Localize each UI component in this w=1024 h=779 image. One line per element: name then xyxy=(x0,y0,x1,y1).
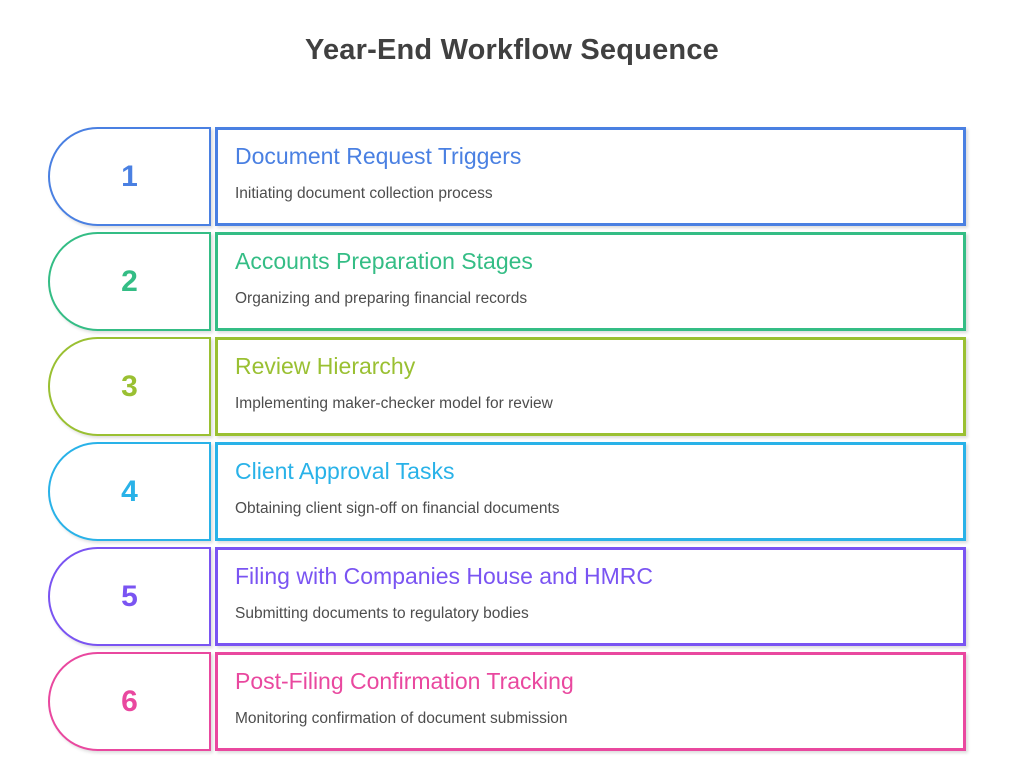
workflow-step-2: 2 Accounts Preparation Stages Organizing… xyxy=(48,232,966,331)
step-number: 6 xyxy=(121,684,138,718)
step-number-badge: 3 xyxy=(48,337,211,436)
step-description: Obtaining client sign-off on financial d… xyxy=(235,500,560,517)
workflow-step-5: 5 Filing with Companies House and HMRC S… xyxy=(48,547,966,646)
step-number: 4 xyxy=(121,474,138,508)
step-description: Organizing and preparing financial recor… xyxy=(235,290,528,307)
step-title: Client Approval Tasks xyxy=(235,458,455,484)
step-title: Accounts Preparation Stages xyxy=(235,248,533,274)
step-number: 1 xyxy=(121,159,138,193)
step-title: Post-Filing Confirmation Tracking xyxy=(235,668,574,694)
step-number-badge: 2 xyxy=(48,232,211,331)
step-title: Document Request Triggers xyxy=(235,143,522,169)
step-title: Review Hierarchy xyxy=(235,353,416,379)
step-number-badge: 5 xyxy=(48,547,211,646)
step-description: Submitting documents to regulatory bodie… xyxy=(235,605,529,622)
workflow-step-1: 1 Document Request Triggers Initiating d… xyxy=(48,127,966,226)
step-number-badge: 4 xyxy=(48,442,211,541)
step-number: 3 xyxy=(121,369,138,403)
step-description: Implementing maker-checker model for rev… xyxy=(235,395,553,412)
workflow-step-4: 4 Client Approval Tasks Obtaining client… xyxy=(48,442,966,541)
step-card: Filing with Companies House and HMRC Sub… xyxy=(215,547,966,646)
step-number: 5 xyxy=(121,579,138,613)
step-number-badge: 1 xyxy=(48,127,211,226)
step-card: Accounts Preparation Stages Organizing a… xyxy=(215,232,966,331)
step-number-badge: 6 xyxy=(48,652,211,751)
workflow-step-6: 6 Post-Filing Confirmation Tracking Moni… xyxy=(48,652,966,751)
step-card: Document Request Triggers Initiating doc… xyxy=(215,127,966,226)
step-description: Monitoring confirmation of document subm… xyxy=(235,710,568,727)
workflow-step-3: 3 Review Hierarchy Implementing maker-ch… xyxy=(48,337,966,436)
step-title: Filing with Companies House and HMRC xyxy=(235,563,653,589)
step-card: Review Hierarchy Implementing maker-chec… xyxy=(215,337,966,436)
step-description: Initiating document collection process xyxy=(235,185,493,202)
step-card: Post-Filing Confirmation Tracking Monito… xyxy=(215,652,966,751)
workflow-steps-list: 1 Document Request Triggers Initiating d… xyxy=(48,127,966,751)
page-title: Year-End Workflow Sequence xyxy=(305,34,719,66)
step-card: Client Approval Tasks Obtaining client s… xyxy=(215,442,966,541)
step-number: 2 xyxy=(121,264,138,298)
